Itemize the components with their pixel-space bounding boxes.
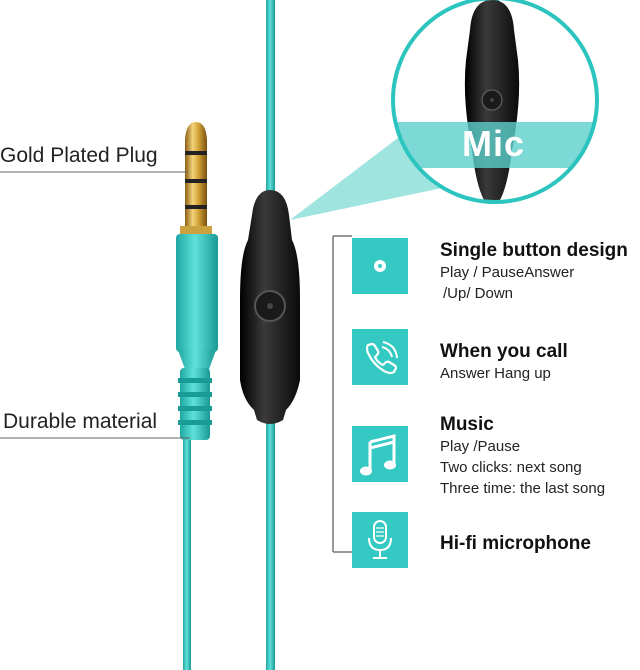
main-cable-top (266, 0, 275, 200)
remote-control (240, 190, 300, 424)
gold-plug-label: Gold Plated Plug (0, 144, 158, 167)
feature-line: Three time: the last song (440, 480, 606, 497)
feature-title: Hi-fi microphone (440, 533, 591, 554)
feature-line: Answer Hang up (440, 365, 551, 382)
mic-zoom-circle (391, 0, 599, 204)
feature-single-button: Single button design Play / PauseAnswer … (440, 240, 628, 304)
feature-bracket (332, 235, 352, 553)
feature-line: Play /Pause (440, 438, 521, 455)
durable-material-label: Durable material (3, 410, 158, 433)
phone-call-icon (352, 329, 408, 385)
feature-hifi-microphone: Hi-fi microphone (440, 533, 591, 555)
feature-line: Two clicks: next song (440, 459, 582, 476)
feature-line: /Up/ Down (443, 285, 514, 302)
music-note-icon (352, 426, 408, 482)
main-cable-bottom (266, 420, 275, 670)
plug-housing (176, 234, 218, 440)
microphone-icon (352, 512, 408, 568)
feature-line: Play / PauseAnswer (440, 264, 575, 281)
feature-title: Music (440, 414, 494, 435)
circle-button-icon (352, 238, 408, 294)
feature-music: Music Play /Pause Two clicks: next song … (440, 414, 605, 499)
gold-plug (180, 122, 212, 236)
plug-cable (183, 440, 191, 670)
feature-title: Single button design (440, 240, 628, 261)
mic-label: Mic (462, 123, 526, 164)
feature-title: When you call (440, 341, 568, 362)
feature-when-you-call: When you call Answer Hang up (440, 341, 568, 384)
